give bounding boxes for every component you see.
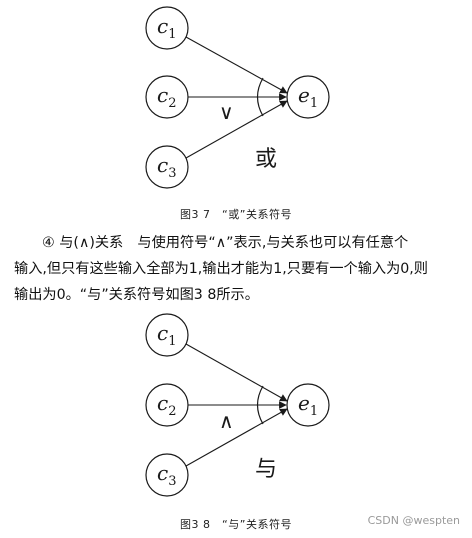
relation-arc <box>256 385 264 425</box>
output-label-e1: e1 <box>298 391 318 419</box>
and-word: 与 <box>255 457 277 482</box>
input-label-c3: c3 <box>157 153 176 181</box>
body-paragraph: ④ 与(∧)关系 与使用符号“∧”表示,与关系也可以有任意个 输入,但只有这些输… <box>14 230 464 308</box>
paragraph-line-1-text: ④ 与(∧)关系 与使用符号“∧”表示,与关系也可以有任意个 <box>42 235 409 251</box>
edge-c1-e1 <box>185 343 288 402</box>
figure1-caption: 图3 7 “或”关系符号 <box>180 208 292 221</box>
figure-and-diagram: c1 c2 c3 e1 ∧ 与 <box>0 308 472 508</box>
paragraph-line-1: ④ 与(∧)关系 与使用符号“∧”表示,与关系也可以有任意个 <box>14 230 464 256</box>
output-label-e1: e1 <box>298 83 318 111</box>
input-label-c1: c1 <box>157 14 176 42</box>
watermark: CSDN @wespten <box>367 514 460 527</box>
or-symbol: ∨ <box>219 100 234 124</box>
edge-c3-e1 <box>185 408 288 467</box>
input-node-c1 <box>145 313 189 357</box>
output-node-e1 <box>286 383 330 427</box>
input-node-c3 <box>145 453 189 497</box>
figure2-caption: 图3 8 “与”关系符号 <box>180 518 292 531</box>
and-diagram-svg: c1 c2 c3 e1 ∧ 与 <box>145 313 330 497</box>
input-node-c1 <box>145 6 189 50</box>
edge-c1-e1 <box>185 36 288 94</box>
or-diagram-svg: c1 c2 c3 e1 ∨ 或 <box>145 6 330 189</box>
paragraph-line-3: 输出为0。“与”关系符号如图3 8所示。 <box>14 287 259 303</box>
input-label-c2: c2 <box>157 391 176 419</box>
and-symbol: ∧ <box>219 409 234 433</box>
relation-arc <box>256 77 264 117</box>
figure-or-diagram: c1 c2 c3 e1 ∨ 或 <box>0 0 472 200</box>
input-label-c1: c1 <box>157 321 176 349</box>
input-label-c3: c3 <box>157 461 176 489</box>
edge-c3-e1 <box>185 100 288 159</box>
or-word: 或 <box>255 147 277 172</box>
input-node-c3 <box>145 145 189 189</box>
paragraph-line-2: 输入,但只有这些输入全部为1,输出才能为1,只要有一个输入为0,则 <box>14 261 428 277</box>
output-node-e1 <box>286 75 330 119</box>
input-label-c2: c2 <box>157 83 176 111</box>
